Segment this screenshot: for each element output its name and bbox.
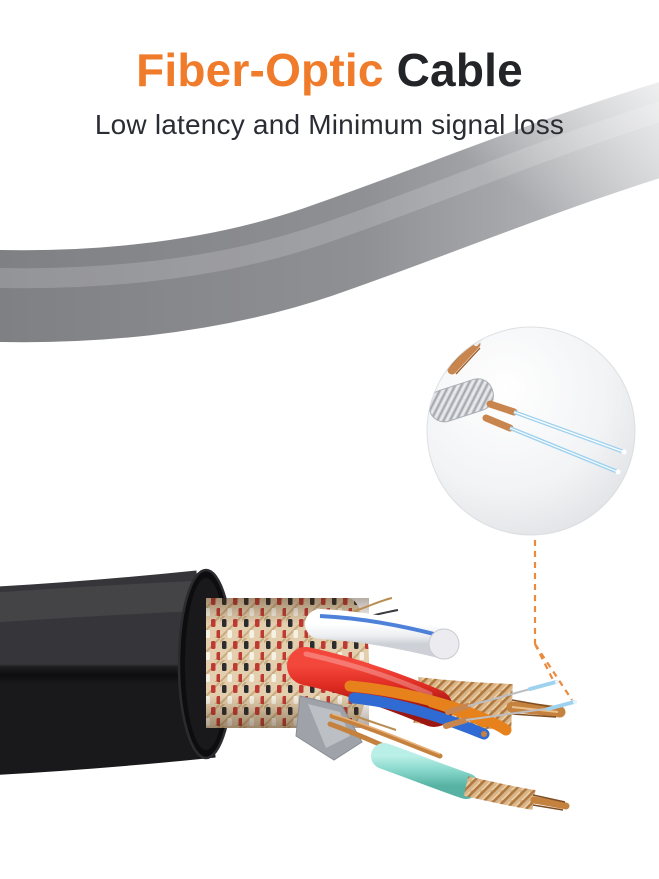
fiber-strands	[443, 680, 577, 729]
black-cable	[0, 568, 577, 811]
cable-jacket	[0, 568, 235, 775]
gray-cable	[0, 30, 659, 343]
title-accent: Fiber-Optic	[136, 44, 384, 96]
teal-wire	[371, 743, 570, 811]
callout-dashed-line	[533, 540, 573, 701]
zoom-inset	[426, 326, 636, 536]
white-wire	[305, 609, 460, 660]
copper-tip	[530, 796, 570, 810]
title-rest: Cable	[383, 44, 523, 96]
fiber-ferrules	[443, 703, 471, 729]
page-title: Fiber-Optic Cable	[0, 46, 659, 94]
blue-wire	[348, 692, 490, 740]
gray-cable-fade	[330, 30, 659, 280]
fiber-tips	[528, 680, 576, 711]
inset-fiber-strands	[482, 400, 627, 475]
subtitle: Low latency and Minimum signal loss	[94, 109, 565, 141]
header: Fiber-Optic Cable Low latency and Minimu…	[0, 46, 659, 141]
inset-braid-sleeve	[428, 378, 494, 423]
zoom-inset-content	[428, 327, 627, 475]
